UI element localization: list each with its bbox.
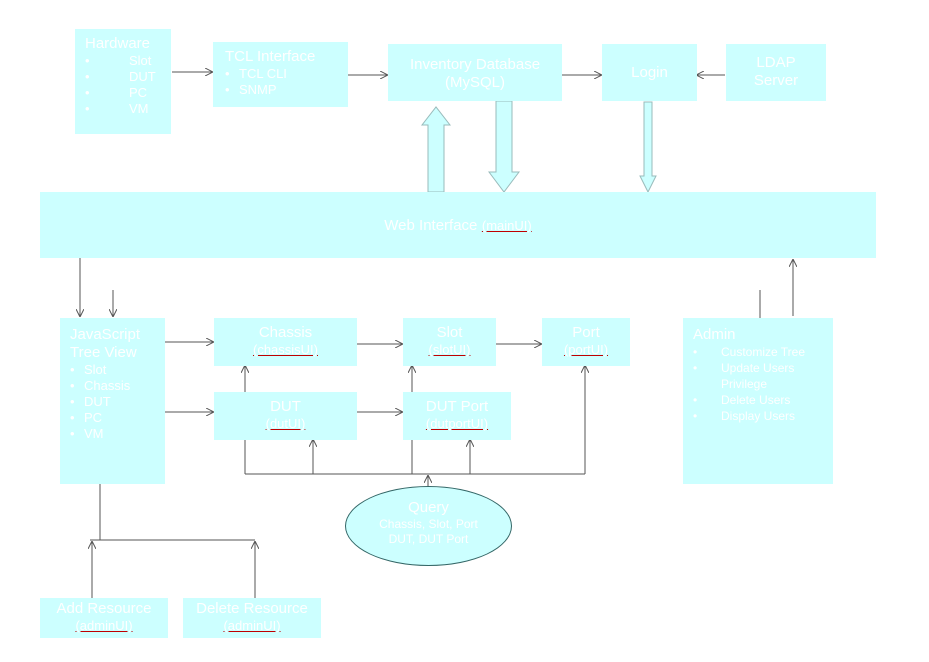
tree-list: Slot Chassis DUT PC VM	[70, 362, 165, 442]
dut-title: DUT	[270, 398, 301, 415]
list-item: Delete Users	[693, 392, 829, 408]
tcl-list: TCL CLI SNMP	[225, 66, 348, 98]
list-item: TCL CLI	[225, 66, 348, 82]
delete-link[interactable]: (adminUI)	[223, 618, 281, 633]
query-line1: Chassis, Slot, Port	[379, 517, 478, 531]
delete-resource-box: Delete Resource (adminUI)	[183, 598, 321, 638]
list-item: DUT	[85, 69, 167, 85]
admin-box: Admin Customize Tree Update Users Privil…	[683, 318, 833, 484]
tree-title-1: JavaScript	[70, 326, 141, 343]
login-box: Login	[602, 44, 697, 101]
tree-view-box: JavaScript Tree View Slot Chassis DUT PC…	[60, 318, 165, 484]
list-item: Slot	[70, 362, 165, 378]
port-title: Port	[572, 324, 600, 341]
add-link[interactable]: (adminUI)	[75, 618, 133, 633]
web-title: Web Interface	[384, 217, 478, 234]
hardware-box: Hardware Slot DUT PC VM	[75, 29, 171, 134]
add-title: Add Resource	[56, 600, 152, 617]
ldap-line1: LDAP	[756, 54, 796, 71]
admin-list: Customize Tree Update Users Privilege De…	[693, 344, 829, 424]
ldap-server-box: LDAP Server	[726, 44, 826, 101]
list-item: VM	[85, 101, 167, 117]
inventory-subtitle: (MySQL)	[445, 74, 505, 91]
web-link[interactable]: (mainUI)	[481, 218, 532, 233]
hardware-title: Hardware	[85, 35, 151, 52]
inventory-title: Inventory Database	[409, 56, 541, 73]
hardware-list: Slot DUT PC VM	[85, 53, 167, 117]
list-item: PC	[70, 410, 165, 426]
delete-title: Delete Resource	[196, 600, 308, 617]
dut-box: DUT (dutUI)	[214, 392, 357, 440]
list-item: VM	[70, 426, 165, 442]
slot-title: Slot	[436, 324, 463, 341]
port-box: Port (portUI)	[542, 318, 630, 366]
query-ellipse: Query Chassis, Slot, Port DUT, DUT Port	[345, 486, 512, 566]
list-item: Update Users Privilege	[693, 360, 829, 392]
query-title: Query	[408, 499, 449, 516]
list-item: SNMP	[225, 82, 348, 98]
tree-title-2: Tree View	[70, 344, 137, 361]
tcl-interface-box: TCL Interface TCL CLI SNMP	[213, 42, 348, 107]
list-item: PC	[85, 85, 167, 101]
slot-box: Slot (slotUI)	[403, 318, 496, 366]
query-line2: DUT, DUT Port	[388, 532, 469, 546]
slot-link[interactable]: (slotUI)	[428, 342, 471, 357]
list-item: Slot	[85, 53, 167, 69]
dut-link[interactable]: (dutUI)	[265, 416, 306, 431]
dutport-link[interactable]: (dutportUI)	[425, 416, 489, 431]
login-title: Login	[631, 64, 668, 81]
tcl-title: TCL Interface	[225, 48, 316, 65]
admin-title: Admin	[693, 326, 736, 343]
chassis-title: Chassis	[258, 324, 313, 341]
inventory-database-box: Inventory Database (MySQL)	[388, 44, 562, 101]
dut-port-box: DUT Port (dutportUI)	[403, 392, 511, 440]
add-resource-box: Add Resource (adminUI)	[40, 598, 168, 638]
web-interface-box: Web Interface (mainUI)	[40, 192, 876, 258]
dutport-title: DUT Port	[425, 398, 489, 415]
list-item: Display Users	[693, 408, 829, 424]
ldap-line2: Server	[753, 72, 799, 89]
chassis-box: Chassis (chassisUI)	[214, 318, 357, 366]
port-link[interactable]: (portUI)	[563, 342, 609, 357]
chassis-link[interactable]: (chassisUI)	[252, 342, 318, 357]
list-item: Customize Tree	[693, 344, 829, 360]
list-item: DUT	[70, 394, 165, 410]
list-item: Chassis	[70, 378, 165, 394]
